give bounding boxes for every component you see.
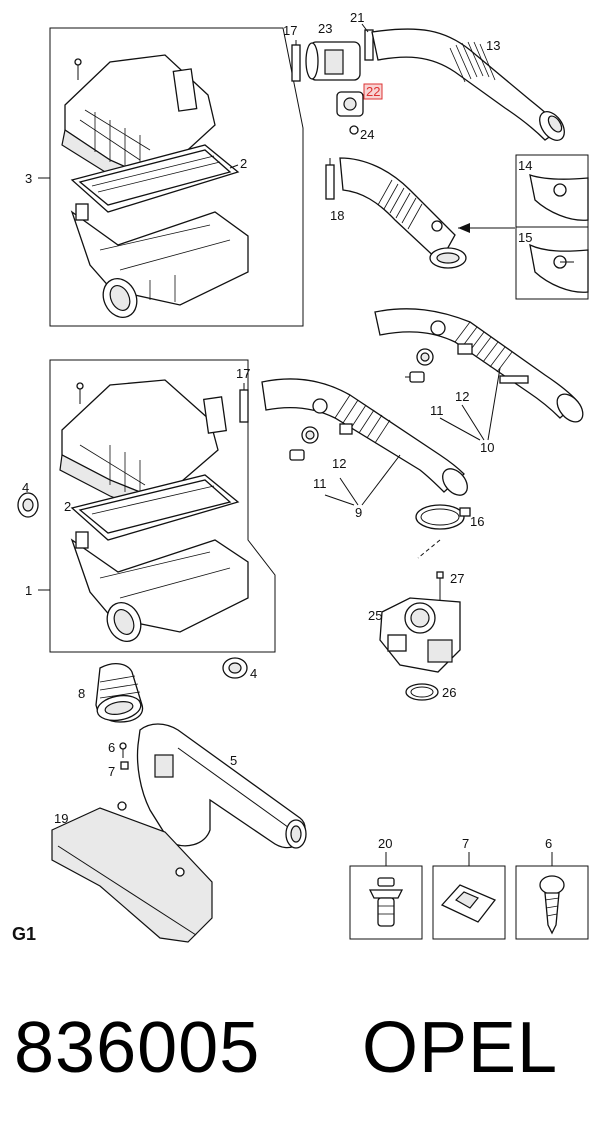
gasket-26 [405, 683, 439, 701]
callout-17-mid: 17 [236, 366, 250, 381]
callout-14: 14 [518, 158, 532, 173]
grommet-4 [17, 492, 248, 679]
callout-2-top: 2 [240, 156, 247, 171]
callout-26: 26 [442, 685, 456, 700]
callout-8: 8 [78, 686, 85, 701]
callout-6-box: 6 [545, 836, 552, 851]
screw-clip-small [119, 742, 129, 770]
intake-duct-8 [95, 662, 144, 723]
intake-hose-10 [374, 308, 584, 423]
hardware-box-6 [515, 852, 589, 940]
hardware-box-20 [349, 852, 423, 940]
callout-17-top: 17 [283, 23, 297, 38]
callout-23: 23 [318, 21, 332, 36]
highlight-22 [363, 83, 383, 100]
callout-25: 25 [368, 608, 382, 623]
callout-12-lower: 12 [332, 456, 346, 471]
intake-hose-9 [239, 378, 468, 496]
deflector-19 [51, 801, 213, 943]
brand-name: OPEL [362, 1008, 559, 1088]
sensor-22 [336, 91, 364, 135]
callout-20: 20 [378, 836, 392, 851]
throttle-body-25 [379, 597, 461, 673]
group-code: G1 [12, 924, 36, 944]
callout-12-upper: 12 [455, 389, 469, 404]
callout-19: 19 [54, 811, 68, 826]
detail-box-14-15 [515, 154, 589, 300]
callout-11-lower: 11 [313, 476, 327, 491]
parts-diagram: 3 2 17 23 21 13 22 24 [12, 10, 589, 944]
callout-16: 16 [470, 514, 484, 529]
intake-hose-top [291, 28, 565, 141]
callout-21: 21 [350, 10, 364, 25]
screw-27 [436, 571, 444, 600]
callout-7-box: 7 [462, 836, 469, 851]
callout-22: 22 [366, 84, 380, 99]
callout-13: 13 [486, 38, 500, 53]
callout-11-upper: 11 [430, 403, 444, 418]
callout-15: 15 [518, 230, 532, 245]
callout-3: 3 [25, 171, 32, 186]
callout-24: 24 [360, 127, 374, 142]
callout-7-small: 7 [108, 764, 115, 779]
callout-1: 1 [25, 583, 32, 598]
callout-9: 9 [355, 505, 362, 520]
callout-4-left: 4 [22, 480, 29, 495]
callout-5: 5 [230, 753, 237, 768]
air-filter-assembly-top [49, 27, 304, 327]
hardware-box-7 [432, 852, 506, 940]
callout-4-right: 4 [250, 666, 257, 681]
clamp-16 [415, 504, 471, 530]
callout-2-bottom: 2 [64, 499, 71, 514]
inlet-duct-5 [136, 723, 307, 849]
callout-18: 18 [330, 208, 344, 223]
callout-6-small: 6 [108, 740, 115, 755]
callout-10: 10 [480, 440, 494, 455]
air-filter-assembly-bottom [49, 359, 276, 653]
intake-hose-18 [325, 157, 467, 269]
callout-27: 27 [450, 571, 464, 586]
part-number: 836005 [14, 1008, 261, 1088]
